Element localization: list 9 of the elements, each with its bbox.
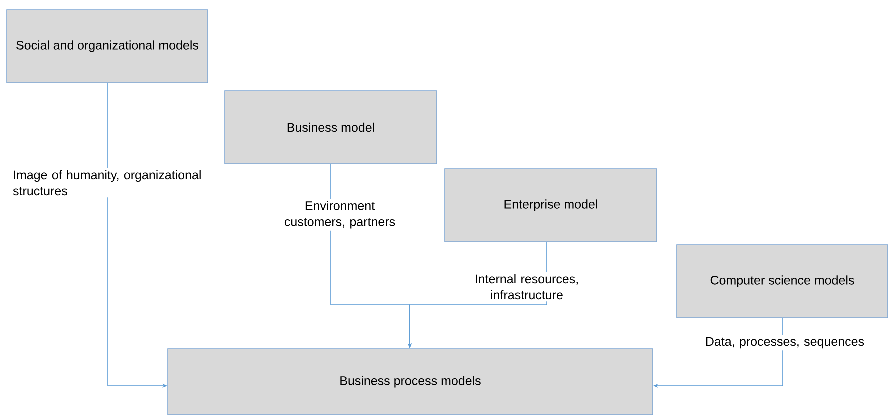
process-box: Computer science models	[676, 244, 888, 318]
edge-label: Data, processes, sequences	[706, 337, 864, 349]
process-box: Business process models	[168, 348, 654, 416]
edge-label: Image of humanity, organizational structures	[13, 170, 201, 196]
edge-label: Internal resources, infrastructure	[476, 274, 578, 300]
process-box: Social and organizational models	[6, 10, 208, 84]
process-box: Business model	[224, 90, 438, 164]
process-box: Enterprise model	[444, 168, 658, 242]
edge-label: Environment customers, partners	[284, 201, 396, 229]
